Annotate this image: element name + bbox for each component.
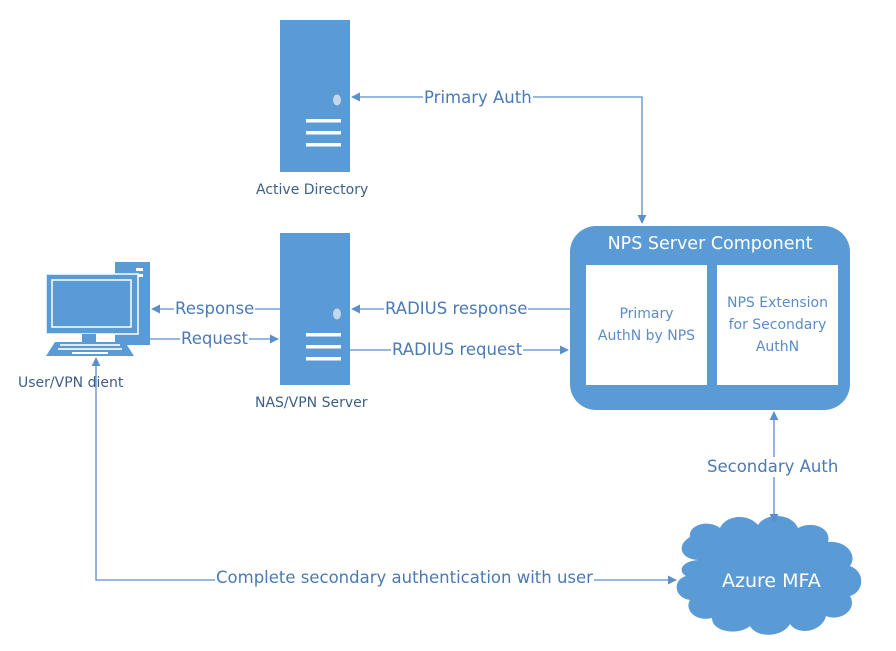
response-label: Response <box>174 299 256 319</box>
active-directory-server-icon[interactable] <box>280 20 350 172</box>
nas-vpn-server-icon[interactable] <box>280 233 350 385</box>
primary-authn-panel-text: Primary AuthN by NPS <box>597 306 696 344</box>
primary-authn-panel[interactable]: Primary AuthN by NPS <box>586 265 707 385</box>
primary-auth-label: Primary Auth <box>423 88 533 108</box>
azure-mfa-cloud-icon[interactable] <box>676 515 862 635</box>
complete-secondary-label: Complete secondary authentication with u… <box>215 568 594 588</box>
desktop-computer-icon[interactable] <box>45 262 150 356</box>
user-client-caption: User/VPN dient <box>18 375 124 391</box>
radius-request-label: RADIUS request <box>391 340 524 360</box>
secondary-auth-label: Secondary Auth <box>706 457 840 477</box>
primary-auth-connector <box>351 92 647 224</box>
request-label: Request <box>180 329 250 349</box>
radius-response-label: RADIUS response <box>384 299 529 319</box>
active-directory-caption: Active Directory <box>256 182 369 198</box>
nps-extension-panel[interactable]: NPS Extension for Secondary AuthN <box>717 265 838 385</box>
nps-extension-panel-text: NPS Extension for Secondary AuthN <box>727 295 828 355</box>
nas-vpn-server-caption: NAS/VPN Server <box>255 395 368 411</box>
azure-mfa-label: Azure MFA <box>722 570 821 592</box>
nps-server-title: NPS Server Component <box>607 234 813 254</box>
